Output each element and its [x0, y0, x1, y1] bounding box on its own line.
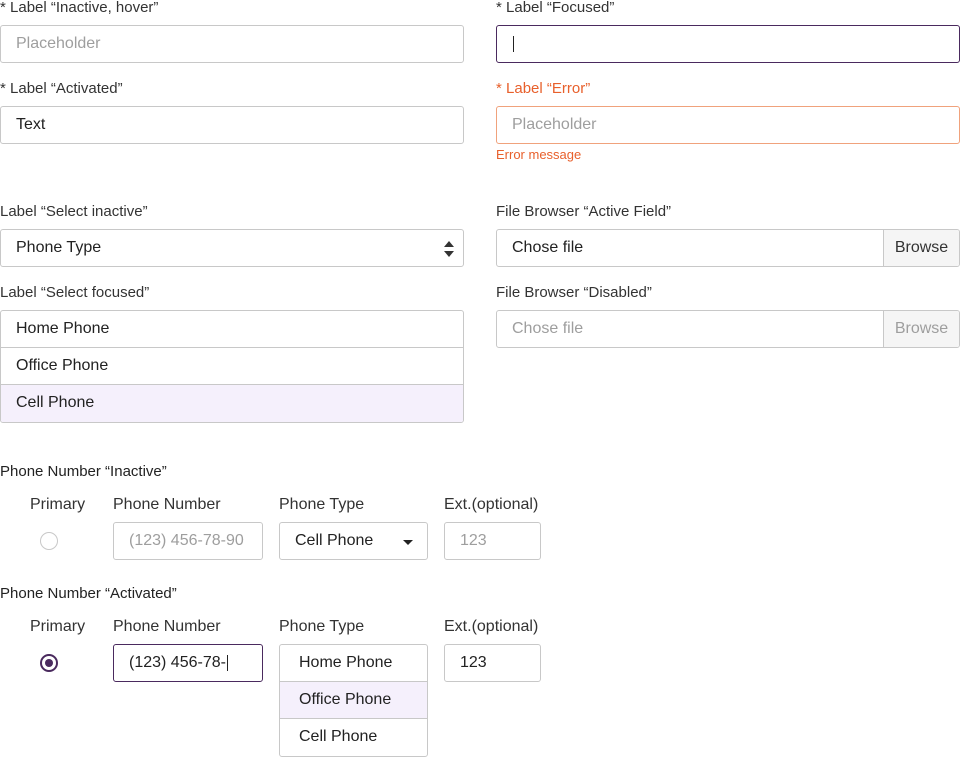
file-active-label: File Browser “Active Field”: [496, 203, 672, 220]
option-home-phone[interactable]: Home Phone: [1, 311, 463, 348]
ext-input-active[interactable]: 123: [444, 644, 541, 682]
primary-radio[interactable]: [40, 532, 58, 550]
phone-type-value: Cell Phone: [295, 532, 374, 549]
col-phone-number: Phone Number: [113, 496, 221, 513]
caret-down-icon: [403, 540, 413, 545]
text-caret: [513, 35, 514, 52]
text-caret: [226, 654, 228, 671]
error-label: * Label “Error”: [496, 80, 591, 97]
col-ext: Ext.(optional): [444, 496, 539, 513]
browse-button-disabled: Browse: [883, 311, 959, 347]
inactive-hover-label: * Label “Inactive, hover”: [0, 0, 159, 16]
activated-input[interactable]: Text: [0, 106, 464, 144]
phone-activated-title: Phone Number “Activated”: [0, 585, 177, 602]
select-focused-label: Label “Select focused”: [0, 284, 150, 301]
option-home-phone[interactable]: Home Phone: [280, 645, 427, 682]
select-inactive[interactable]: Phone Type: [0, 229, 464, 267]
option-cell-phone[interactable]: Cell Phone: [1, 385, 463, 422]
col-phone-type: Phone Type: [279, 496, 365, 513]
error-input[interactable]: Placeholder: [496, 106, 960, 144]
primary-radio-checked[interactable]: [40, 654, 58, 672]
sort-arrows-icon: [444, 241, 454, 257]
col-primary: Primary: [30, 618, 86, 635]
phone-inactive-title: Phone Number “Inactive”: [0, 463, 167, 480]
focused-input[interactable]: [496, 25, 960, 63]
col-phone-type: Phone Type: [279, 618, 365, 635]
option-office-phone[interactable]: Office Phone: [280, 682, 427, 719]
inactive-hover-input[interactable]: Placeholder: [0, 25, 464, 63]
phone-type-list: Home Phone Office Phone Cell Phone: [279, 644, 428, 757]
file-disabled-placeholder: Chose file: [512, 320, 584, 337]
browse-button[interactable]: Browse: [883, 230, 959, 266]
phone-number-input[interactable]: (123) 456-78-90: [113, 522, 263, 560]
ext-input[interactable]: 123: [444, 522, 541, 560]
col-phone-number: Phone Number: [113, 618, 221, 635]
file-active-value: Chose file: [512, 239, 584, 256]
option-cell-phone[interactable]: Cell Phone: [299, 728, 378, 745]
col-primary: Primary: [30, 496, 86, 513]
select-focused-list: Home Phone Office Phone Cell Phone: [0, 310, 464, 423]
select-inactive-label: Label “Select inactive”: [0, 203, 148, 220]
file-disabled-field: Chose file Browse: [496, 310, 960, 348]
col-ext: Ext.(optional): [444, 618, 539, 635]
phone-type-select[interactable]: Cell Phone: [279, 522, 428, 560]
phone-number-input-active[interactable]: (123) 456-78-: [113, 644, 263, 682]
focused-label: * Label “Focused”: [496, 0, 615, 16]
file-active-field[interactable]: Chose file Browse: [496, 229, 960, 267]
select-inactive-value: Phone Type: [16, 239, 102, 256]
file-disabled-label: File Browser “Disabled”: [496, 284, 652, 301]
error-message: Error message: [496, 147, 582, 162]
activated-label: * Label “Activated”: [0, 80, 123, 97]
phone-number-value: (123) 456-78-: [129, 654, 226, 671]
option-office-phone[interactable]: Office Phone: [1, 348, 463, 385]
